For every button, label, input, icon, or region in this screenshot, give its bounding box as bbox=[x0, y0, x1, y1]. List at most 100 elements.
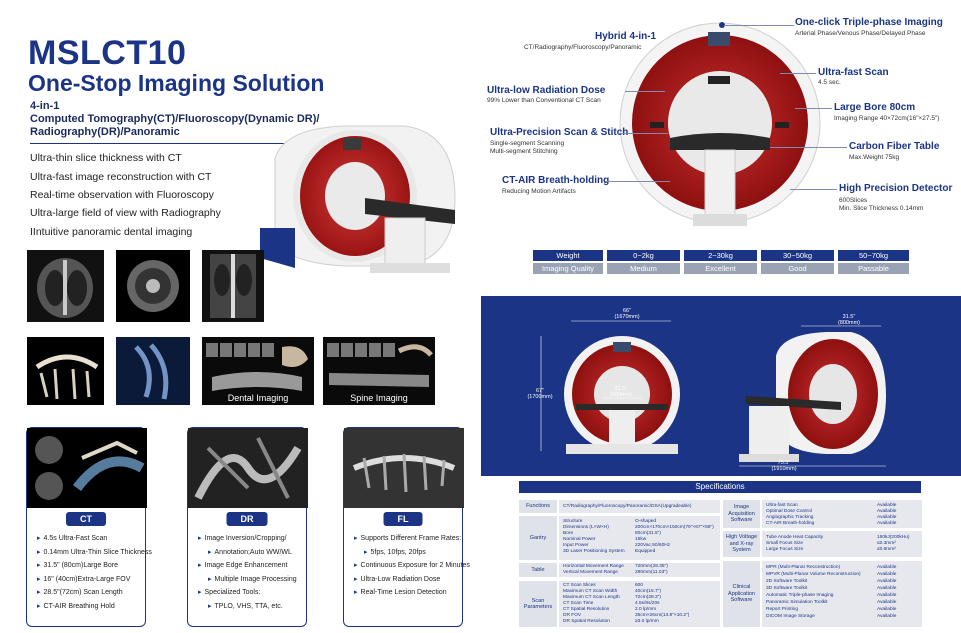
spec-key: Automatic Triple-phase Imaging bbox=[766, 593, 834, 598]
spec-value: Available bbox=[877, 579, 897, 584]
fl-card-item-continued: 5fps, 10fps, 20fps bbox=[364, 548, 426, 556]
spec-key: 2D Software Toolkit bbox=[766, 579, 808, 584]
callout-lowdose-sub: 99% Lower than Conventional CT Scan bbox=[487, 97, 601, 104]
dimension-height: 67" (1700mm) bbox=[527, 388, 553, 400]
spec-label-gantry: Gantry bbox=[519, 516, 557, 560]
callout-detector-sub1: 600Slices bbox=[839, 197, 868, 204]
spec-value: Available bbox=[877, 509, 897, 514]
ct-card-item: CT-AIR Breathing Hold bbox=[37, 602, 115, 610]
dr-card-item: Specialized Tools: bbox=[198, 588, 261, 596]
feature-line: Ultra-large field of view with Radiograp… bbox=[30, 207, 221, 219]
spec-value: ≤0.3mm² bbox=[877, 541, 896, 546]
quality-cell: Medium bbox=[607, 263, 680, 274]
spec-key: CT Scan Slices bbox=[563, 583, 596, 588]
spec-value: Available bbox=[877, 614, 897, 619]
fl-card-image bbox=[344, 428, 464, 508]
dr-card-image bbox=[188, 428, 308, 508]
dental-imaging-thumbnail: Dental Imaging bbox=[202, 337, 314, 405]
spec-box bbox=[762, 531, 922, 557]
spec-value: Available bbox=[877, 607, 897, 612]
spec-value: 4.5s/8s/20s bbox=[635, 601, 660, 606]
dr-card-label: DR bbox=[226, 512, 268, 526]
callout-airhold-title: CT-AIR Breath-holding bbox=[502, 175, 610, 186]
dimension-bore-side: 31.5" (800mm) bbox=[837, 314, 860, 326]
ct-card-label: CT bbox=[66, 512, 106, 526]
ct-coronal-thumbnail bbox=[202, 250, 264, 322]
callout-bore-title: Large Bore 80cm bbox=[834, 102, 916, 113]
spec-key: Angiographic Tracking bbox=[766, 515, 814, 520]
four-in-one-heading: 4-in-1 bbox=[30, 100, 60, 112]
spec-key: Tube Anode Heat Capacity bbox=[766, 535, 824, 540]
spec-key: CT Scan Time bbox=[563, 601, 594, 606]
spec-box bbox=[559, 581, 720, 627]
spec-functions-value: CT/Radiography/Fluoroscopy/Panoramic/DSA… bbox=[563, 504, 692, 509]
spec-key: Structure bbox=[563, 519, 583, 524]
dental-imaging-label: Dental Imaging bbox=[227, 393, 289, 403]
spec-key: Small Focus Size bbox=[766, 541, 804, 546]
dimension-bore-front: 31.5" (800mm) bbox=[609, 386, 632, 398]
spec-key: CT Spatial Resolution bbox=[563, 607, 610, 612]
dr-card-item-continued: Annotation;Auto WW/WL bbox=[208, 548, 292, 556]
specifications-header: Specifications bbox=[519, 481, 921, 493]
callout-line bbox=[724, 25, 794, 26]
callout-dot bbox=[719, 22, 725, 28]
spec-value: 150kJ(200kHu) bbox=[877, 535, 910, 540]
spec-key: Panoramic Simulation Toolkit bbox=[766, 600, 828, 605]
spec-label-functions: Functions bbox=[519, 500, 557, 513]
callout-detector-sub2: Min. Slice Thickness 0.14mm bbox=[839, 205, 924, 212]
callout-line bbox=[770, 147, 847, 148]
imaging-modes: Computed Tomography(CT)/Fluoroscopy(Dyna… bbox=[30, 113, 320, 138]
ct-card-image bbox=[27, 428, 147, 508]
callout-triple-sub: Arterial Phase/Venous Phase/Delayed Phas… bbox=[795, 30, 926, 37]
fl-card-item: Supports Different Frame Rates: bbox=[354, 534, 462, 542]
callout-line bbox=[618, 133, 668, 134]
ct-card-item: 31.5" (80cm)Large Bore bbox=[37, 561, 118, 569]
spec-key: Ultra-fast Scan bbox=[766, 503, 798, 508]
spec-value: Equipped bbox=[635, 549, 656, 554]
spec-box bbox=[559, 500, 720, 513]
weight-cell: 30~50kg bbox=[761, 250, 834, 261]
spec-value: Available bbox=[877, 521, 897, 526]
spec-key: Maximum CT Scan Length bbox=[563, 595, 620, 600]
spec-value: 280mm(11.03") bbox=[635, 570, 668, 575]
spec-key: Optimal Dose Control bbox=[766, 509, 812, 514]
ct-scanner-front-illustration bbox=[619, 22, 821, 226]
spec-value: ≤0.6mm² bbox=[877, 547, 896, 552]
callout-line bbox=[625, 91, 665, 92]
weight-cell: 50~70kg bbox=[838, 250, 909, 261]
spec-key: 3D Laser Positioning System bbox=[563, 549, 625, 554]
spec-box bbox=[762, 500, 922, 528]
spec-key: Vertical Movement Range bbox=[563, 570, 618, 575]
fl-card-item: Real-Time Lesion Detection bbox=[354, 588, 447, 596]
spec-value: 720mm(28.35") bbox=[635, 564, 668, 569]
ct-scanner-illustration bbox=[260, 125, 456, 273]
callout-precision-sub2: Multi-segment Stitching bbox=[490, 148, 558, 155]
spec-value: ≥3.0 lp/mm bbox=[635, 619, 659, 624]
ct-card-item: 0.14mm Ultra-Thin Slice Thickness bbox=[37, 548, 152, 556]
dimension-width: 66" (1670mm) bbox=[614, 308, 640, 320]
spec-value: 2.0 lp/mm bbox=[635, 607, 657, 612]
spec-key: Bore bbox=[563, 531, 574, 536]
ct-card-item: 28.5"(72cm) Scan Length bbox=[37, 588, 123, 596]
spec-key: Horizontal Movement Range bbox=[563, 564, 624, 569]
spec-value: 600 bbox=[635, 583, 644, 588]
spec-value: 80cm(31.5") bbox=[635, 531, 661, 536]
callout-line bbox=[795, 108, 832, 109]
spec-label-acquisition: Image Acquisition Software bbox=[723, 500, 760, 528]
callout-lowdose-title: Ultra-low Radiation Dose bbox=[487, 85, 606, 96]
dr-card-item-continued: TPLO, VHS, TTA, etc. bbox=[208, 602, 283, 610]
ct-axial-thumbnail bbox=[116, 250, 190, 322]
fl-card-item: Ultra-Low Radiation Dose bbox=[354, 575, 441, 583]
weight-header: Weight bbox=[533, 250, 603, 261]
spec-value: Available bbox=[877, 586, 897, 591]
skeleton-3d-thumbnail bbox=[27, 337, 104, 405]
quality-cell: Passable bbox=[838, 263, 909, 274]
callout-precision-title: Ultra-Precision Scan & Stitch bbox=[490, 127, 629, 138]
dr-card-item: Image Inversion/Cropping/ bbox=[198, 534, 287, 542]
spec-key: Nominal Power bbox=[563, 537, 596, 542]
callout-fastscan-sub: 4.5 sec. bbox=[818, 79, 841, 86]
callout-hybrid-sub: CT/Radiography/Fluoroscopy/Panoramic bbox=[524, 44, 642, 51]
spec-value: 35cm×26cm(13.8"×10.2") bbox=[635, 613, 690, 618]
callout-line bbox=[790, 189, 837, 190]
ct-card-item: 16" (40cm)Extra-Large FOV bbox=[37, 575, 131, 583]
